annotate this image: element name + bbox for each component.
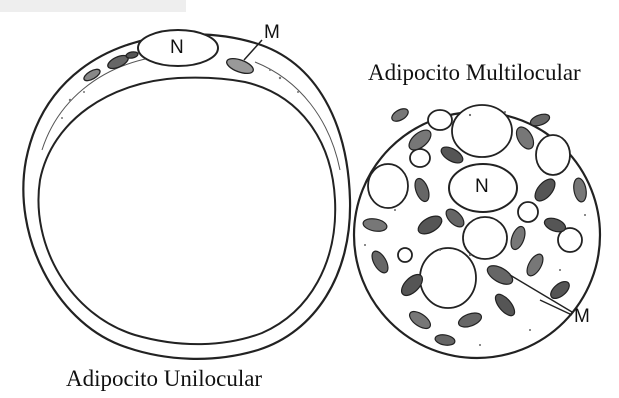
unilocular-nucleus-label: N	[170, 37, 184, 59]
unilocular-lipid-droplet	[38, 78, 335, 345]
multilocular-mitochondria-label: M	[574, 306, 590, 328]
unilocular-mitochondria-label: M	[264, 22, 280, 44]
multilocular-nucleus-label: N	[475, 176, 489, 198]
unilocular-adipocyte	[23, 30, 350, 359]
multilocular-adipocyte	[354, 105, 600, 358]
multilocular-caption: Adipocito Multilocular	[368, 60, 581, 86]
unilocular-caption: Adipocito Unilocular	[66, 366, 262, 392]
